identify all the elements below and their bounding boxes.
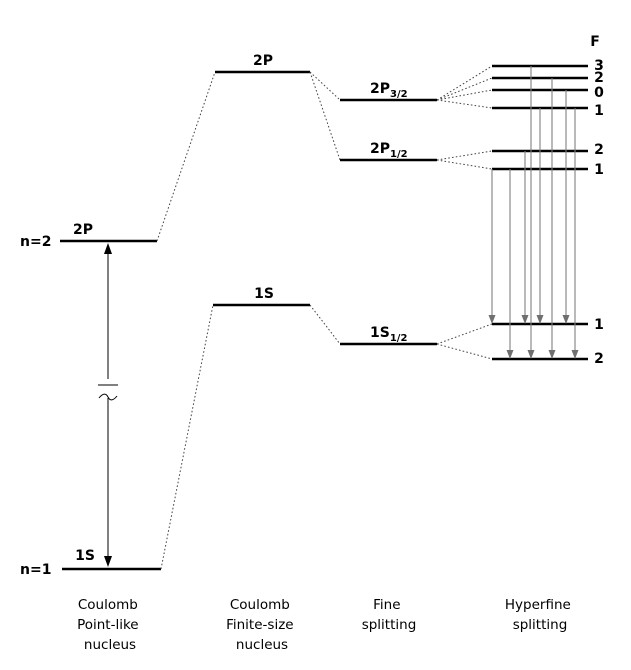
- f-label-1: 1: [594, 317, 604, 333]
- f-label-1: 1: [594, 162, 604, 178]
- f-label-3: 3: [594, 58, 604, 74]
- transition-arrow-1s-2p: [98, 243, 118, 567]
- hyperfine-connectors-2p1-2: [436, 150, 493, 170]
- transition-arrow: [506, 169, 514, 359]
- state-1s-finite-label: 1S: [254, 286, 274, 302]
- transition-arrow: [488, 169, 496, 324]
- state-1s1-2-label: 1S1/2: [370, 325, 407, 344]
- connector-2p-fine-lower: [309, 71, 341, 161]
- connector-1s-point-finite: [160, 304, 214, 570]
- state-2p3-2-label: 2P3/2: [370, 81, 408, 100]
- hyperfine-connectors-1s1-2: [436, 323, 493, 360]
- state-2p-finite-label: 2P: [253, 53, 273, 69]
- hyperfine-transitions: [488, 66, 579, 359]
- connector-2p-fine-upper: [309, 71, 341, 101]
- f-label-2: 2: [594, 142, 604, 158]
- state-1s-point-label: 1S: [75, 548, 95, 564]
- n2-label: n=2: [20, 234, 51, 250]
- hyperfine-connectors-2p3-2: [436, 65, 493, 109]
- f-quantum-number-header: F: [590, 34, 600, 50]
- f-label-0: 0: [594, 85, 604, 101]
- transition-arrow: [536, 108, 544, 324]
- n1-label: n=1: [20, 562, 51, 578]
- f-label-2: 2: [594, 351, 604, 367]
- state-2p-point-label: 2P: [73, 222, 93, 238]
- state-2p1-2-label: 2P1/2: [370, 141, 408, 160]
- f-label-1: 1: [594, 103, 604, 119]
- axis-break-wave: [98, 393, 118, 401]
- transition-arrow: [548, 78, 556, 359]
- transition-arrow: [521, 151, 529, 324]
- connector-1s-fine: [309, 304, 341, 345]
- transition-arrow: [527, 66, 535, 359]
- connector-2p-point-finite: [156, 71, 216, 242]
- caption-fine-splitting: Fine splitting: [362, 597, 417, 633]
- transition-arrow: [562, 90, 570, 324]
- caption-hyperfine-splitting: Hyperfine splitting: [505, 597, 575, 633]
- f-label-2: 2: [594, 70, 604, 86]
- caption-coulomb-point-like: Coulomb Point-like nucleus: [77, 597, 143, 653]
- caption-coulomb-finite-size: Coulomb Finite-size nucleus: [226, 597, 298, 653]
- transition-arrow: [571, 108, 579, 359]
